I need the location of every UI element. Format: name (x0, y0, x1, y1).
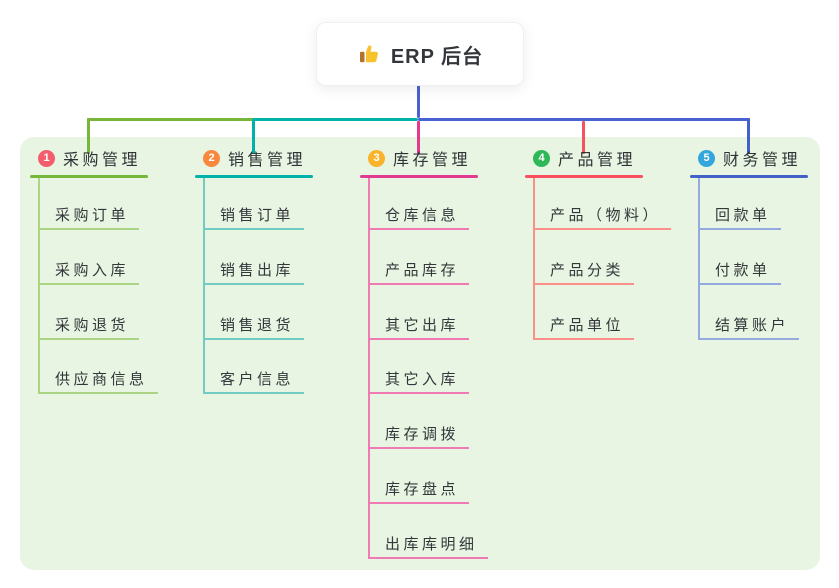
branch-title[interactable]: 2 销售管理 (203, 146, 306, 170)
branch-title-underline (690, 175, 808, 178)
branch-item[interactable]: 销售订单 (203, 203, 305, 230)
branch-drop-connector (252, 118, 255, 154)
branch-item[interactable]: 采购订单 (38, 203, 140, 230)
branch-index-badge: 1 (38, 149, 55, 167)
branch-item[interactable]: 库存盘点 (368, 477, 470, 504)
branch-title-label: 库存管理 (393, 152, 472, 169)
branch-title[interactable]: 1 采购管理 (38, 146, 141, 170)
branch-item[interactable]: 出库库明细 (368, 532, 488, 559)
branch-item[interactable]: 采购入库 (38, 258, 140, 285)
branch-trunk-line (38, 178, 40, 395)
connector-line-blue (418, 118, 750, 121)
thumbs-up-icon (357, 42, 381, 66)
branch-item[interactable]: 其它入库 (368, 367, 470, 394)
branch-trunk-line (533, 178, 535, 340)
branch-index-badge: 4 (533, 149, 550, 167)
branch-item[interactable]: 产品库存 (368, 258, 470, 285)
root-node[interactable]: ERP 后台 (316, 22, 524, 86)
connector-line-green (87, 118, 253, 121)
branch-drop-connector (87, 118, 90, 154)
branch-title[interactable]: 4 产品管理 (533, 146, 636, 170)
branch-1: 1 采购管理采购订单采购入库采购退货供应商信息 (30, 0, 180, 588)
branch-4: 4 产品管理产品（物料） 产品分类产品单位 (525, 0, 675, 588)
branch-drop-connector (417, 121, 420, 154)
branch-item[interactable]: 仓库信息 (368, 203, 470, 230)
branch-item[interactable]: 付款单 (698, 258, 781, 285)
branch-item[interactable]: 销售退货 (203, 313, 305, 340)
branch-item[interactable]: 库存调拨 (368, 422, 470, 449)
branch-drop-connector (747, 118, 750, 154)
branch-index-badge: 3 (368, 149, 385, 167)
connector-line-teal (253, 118, 418, 121)
branch-title-label: 产品管理 (558, 152, 637, 169)
branch-item[interactable]: 结算账户 (698, 313, 800, 340)
branch-item[interactable]: 产品分类 (533, 258, 635, 285)
branch-2: 2 销售管理销售订单销售出库销售退货客户信息 (195, 0, 345, 588)
branch-trunk-line (203, 178, 205, 395)
branch-5: 5 财务管理回款单付款单结算账户 (690, 0, 839, 588)
branch-title-underline (360, 175, 478, 178)
branch-trunk-line (698, 178, 700, 340)
branch-item[interactable]: 客户信息 (203, 367, 305, 394)
branch-item[interactable]: 采购退货 (38, 313, 140, 340)
branch-index-badge: 2 (203, 149, 220, 167)
branch-3: 3 库存管理仓库信息产品库存其它出库其它入库库存调拨库存盘点出库库明细 (360, 0, 510, 588)
branch-title[interactable]: 5 财务管理 (698, 146, 801, 170)
branch-title-underline (195, 175, 313, 178)
root-title: ERP 后台 (390, 45, 484, 68)
branch-trunk-line (368, 178, 370, 559)
branch-title-label: 财务管理 (723, 152, 802, 169)
root-connector-line (417, 84, 420, 118)
branch-item[interactable]: 产品（物料） (533, 203, 672, 230)
branch-title[interactable]: 3 库存管理 (368, 146, 471, 170)
branch-title-underline (30, 175, 148, 178)
branch-item[interactable]: 回款单 (698, 203, 781, 230)
branch-index-badge: 5 (698, 149, 715, 167)
branch-item[interactable]: 供应商信息 (38, 367, 158, 394)
branch-item[interactable]: 其它出库 (368, 313, 470, 340)
branch-item[interactable]: 销售出库 (203, 258, 305, 285)
branches-panel (20, 137, 820, 570)
branch-item[interactable]: 产品单位 (533, 313, 635, 340)
branch-title-underline (525, 175, 643, 178)
branch-title-label: 销售管理 (228, 152, 307, 169)
branch-title-label: 采购管理 (63, 152, 142, 169)
branch-drop-connector (582, 121, 585, 154)
